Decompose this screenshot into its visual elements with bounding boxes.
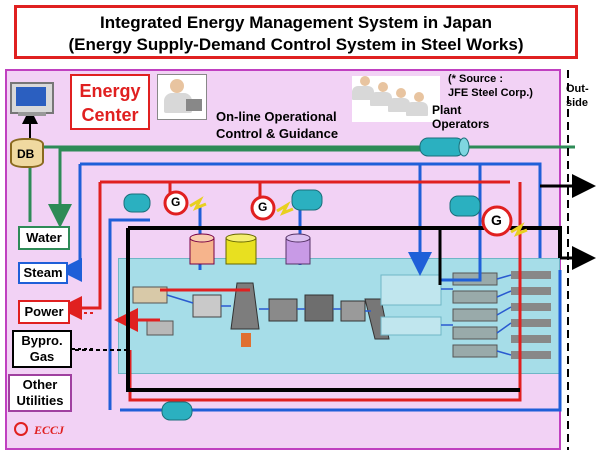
- energy-center-label: Energy Center: [79, 81, 141, 125]
- blast-furnace: [230, 282, 260, 330]
- process-flow-arrows: [166, 274, 512, 356]
- basic-oxygen-furnace: [304, 294, 334, 322]
- power-process-feed: [120, 288, 250, 320]
- eccj-logo-text: ECCJ: [34, 423, 65, 437]
- gas-holder-bottom: [161, 401, 193, 421]
- gas-holder-1: [123, 193, 151, 213]
- gas-holder-3: [449, 195, 481, 217]
- plant-operators-label: Plant Operators: [432, 103, 490, 131]
- utility-steam-label: Steam: [23, 265, 63, 280]
- generator-3-label: G: [491, 212, 502, 228]
- plant-operators-group: [352, 76, 440, 122]
- generator-2-label: G: [258, 200, 268, 214]
- generator-3: [481, 205, 528, 237]
- title-box: Integrated Energy Management System in J…: [14, 5, 578, 59]
- utility-water-label: Water: [26, 230, 62, 245]
- control-tank-top: [419, 137, 470, 157]
- utility-power-box: Power: [18, 300, 70, 324]
- gas-header-line: [128, 226, 562, 258]
- title-line-2: (Energy Supply-Demand Control System in …: [68, 35, 524, 54]
- title-line-1: Integrated Energy Management System in J…: [99, 13, 493, 32]
- computer-monitor-icon: [10, 82, 56, 116]
- utility-water-box: Water: [18, 226, 70, 250]
- utility-bypro-gas-label: Bypro. Gas: [21, 333, 63, 364]
- generator-2: [250, 195, 294, 221]
- silo-purple: [285, 233, 311, 265]
- silo-yellow: [225, 233, 257, 265]
- utility-other-label: Other Utilities: [16, 377, 64, 408]
- operational-control-label: On-line Operational Control & Guidance: [216, 109, 339, 141]
- db-label: DB: [17, 147, 35, 161]
- source-label: (* Source : JFE Steel Corp.): [448, 73, 533, 99]
- steam-bottom-loop: [120, 270, 562, 412]
- silo-orange: [189, 233, 215, 265]
- generator-1: [163, 190, 207, 216]
- steel-process-panel: [118, 258, 560, 374]
- eccj-logo-icon: [14, 422, 28, 436]
- gas-lower-loop: [126, 228, 520, 392]
- operator-photo-energy-center: [157, 74, 207, 120]
- hot-metal-pretreatment: [268, 298, 298, 322]
- database-icon: DB: [10, 138, 44, 168]
- eccj-logo: ECCJ: [14, 420, 84, 440]
- hot-metal: [241, 333, 251, 347]
- steam-lower-line: [108, 218, 150, 410]
- generator-1-label: G: [171, 195, 181, 209]
- energy-center-box: Energy Center: [70, 74, 150, 130]
- steam-to-steam-box: [58, 164, 82, 282]
- utility-other-box: Other Utilities: [8, 374, 72, 412]
- utility-bypro-gas-box: Bypro. Gas: [12, 330, 72, 368]
- product-outputs: [511, 271, 551, 359]
- gas-holder-2: [291, 189, 323, 211]
- utility-steam-box: Steam: [18, 262, 68, 284]
- outside-label: Out- side: [566, 83, 589, 109]
- utility-power-label: Power: [24, 304, 64, 319]
- bloom-section: [380, 316, 442, 336]
- water-supply-line: [48, 148, 420, 228]
